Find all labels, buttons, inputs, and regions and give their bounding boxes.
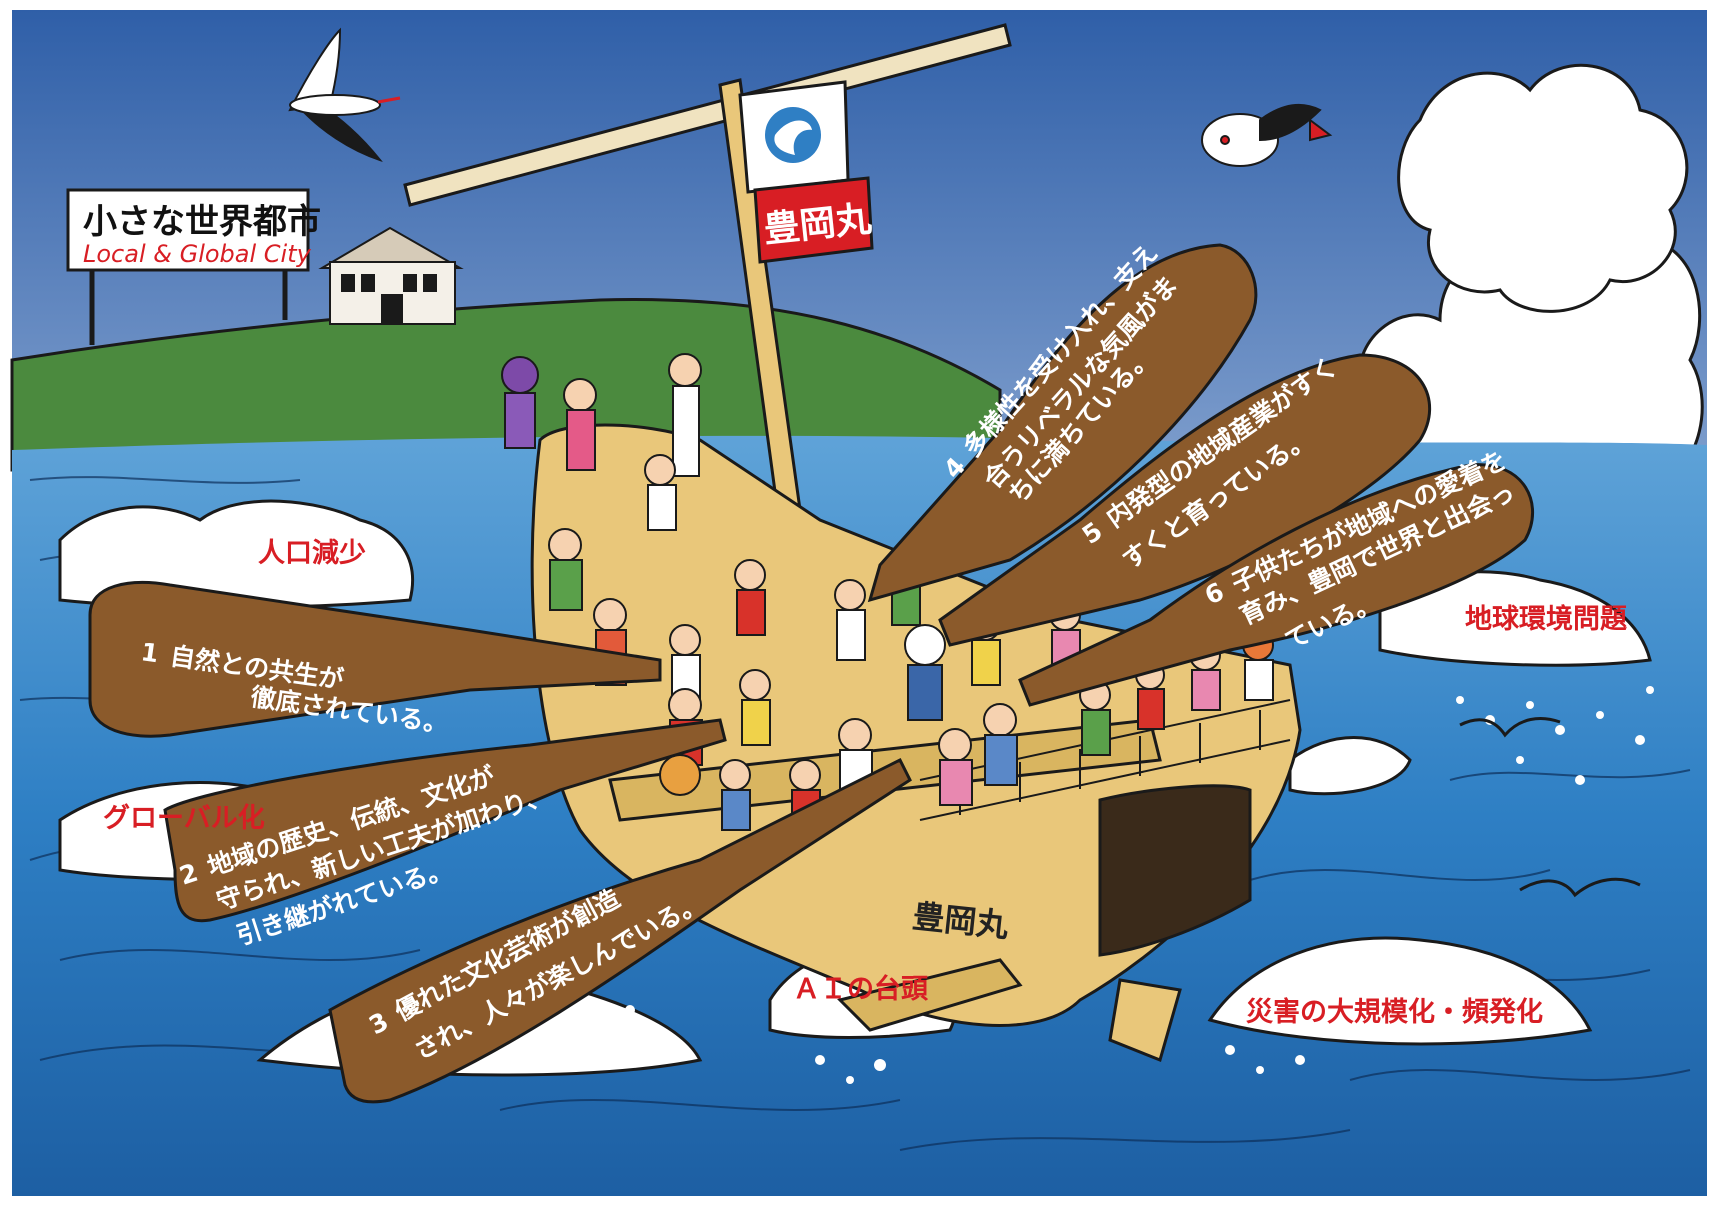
problem-population-decline: 人口減少 [258, 538, 366, 569]
stork-bird [288, 27, 401, 163]
oar-1-number: 1 [139, 637, 160, 668]
seagull-bird [1201, 103, 1333, 167]
logo-flag [738, 80, 850, 194]
problem-global-environment: 地球環境問題 [1465, 604, 1628, 635]
sign-title-en: Local & Global City [83, 240, 312, 268]
city-sign [66, 188, 310, 345]
problem-disaster-escalation: 災害の大規模化・頻発化 [1246, 996, 1543, 1028]
flying-gulls [1459, 716, 1641, 898]
sign-title-ja: 小さな世界都市 [83, 202, 321, 242]
oars [88, 243, 1535, 1104]
problem-ai-rise: ＡＩの台頭 [793, 973, 929, 1005]
town-hall-building [318, 226, 464, 325]
problem-globalization: グローバル化 [103, 802, 265, 834]
name-flag [753, 176, 874, 264]
